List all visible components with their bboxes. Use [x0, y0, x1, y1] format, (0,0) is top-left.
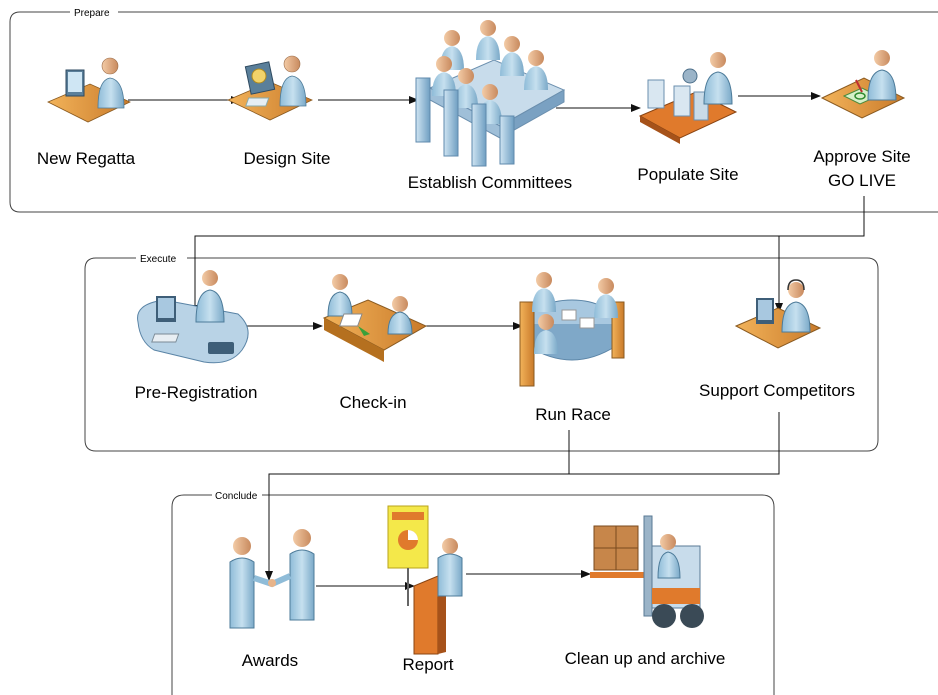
reception-desk-computer-icon [137, 270, 249, 364]
two-people-exchange-document-icon [322, 274, 428, 362]
step-label-establish-committees: Establish Committees [408, 173, 572, 192]
phase-prepare-label: Prepare [74, 8, 110, 19]
step-label-populate-site: Populate Site [637, 165, 738, 184]
arrow-approve-to-support [775, 235, 864, 313]
person-signing-document-icon [820, 50, 906, 119]
headset-support-agent-icon [734, 279, 822, 349]
assembly-line-worker-icon [638, 52, 738, 144]
phase-prepare-frame: Prepare [9, 8, 938, 213]
step-label-design-site: Design Site [244, 149, 331, 168]
person-designing-monitor-icon [227, 55, 313, 121]
step-label-clean-up: Clean up and archive [565, 649, 726, 668]
person-at-computer-desk-icon [47, 57, 131, 123]
step-label-check-in: Check-in [339, 393, 406, 412]
step-label-run-race: Run Race [535, 405, 611, 424]
step-label-report: Report [402, 655, 453, 674]
step-label-go-live: GO LIVE [828, 171, 896, 190]
meeting-table-group-icon [415, 20, 566, 167]
round-table-meeting-icon [519, 272, 625, 387]
handshake-icon [229, 529, 315, 629]
step-label-support-competitors: Support Competitors [699, 381, 855, 400]
step-label-approve-site: Approve Site [813, 147, 910, 166]
presenter-podium-icon [387, 505, 463, 655]
arrow-approve-to-preregistration [191, 196, 865, 315]
phase-conclude-label: Conclude [215, 491, 258, 502]
connector-support-to-awards [569, 412, 780, 475]
step-label-awards: Awards [242, 651, 298, 670]
phase-conclude-frame: Conclude [171, 491, 775, 695]
arrow-runrace-to-awards [265, 430, 570, 581]
connectors [128, 92, 865, 590]
step-label-pre-registration: Pre-Registration [135, 383, 258, 402]
phase-execute-label: Execute [140, 254, 177, 265]
step-label-new-regatta: New Regatta [37, 149, 136, 168]
phase-execute-frame: Execute [84, 254, 879, 452]
forklift-crate-icon [590, 515, 704, 628]
